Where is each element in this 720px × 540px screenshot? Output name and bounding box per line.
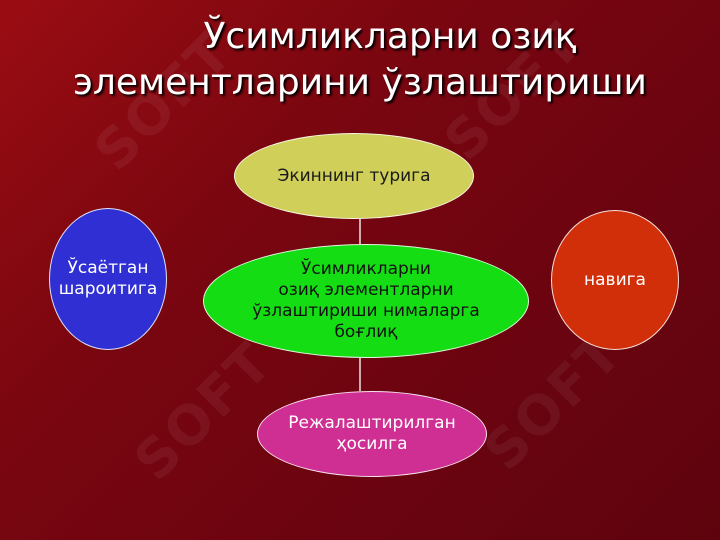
slide-title: Ўсимликларни озиқ элементларини ўзлаштир… [0, 14, 720, 106]
node-growing-conditions-label: Ўсаётган шароитига [58, 258, 158, 299]
node-growing-conditions: Ўсаётган шароитига [49, 208, 167, 350]
slide-title-line-1: Ўсимликларни озиқ [203, 16, 577, 57]
node-planned-yield: Режалаштирилган ҳосилга [257, 391, 487, 477]
node-central-topic: Ўсимликларни озиқ элементларни ўзлаштири… [203, 244, 529, 358]
node-variety-label: навига [584, 269, 646, 290]
node-crop-type-label: Экиннинг турига [277, 165, 431, 186]
slide-title-line-2: элементларини ўзлаштириши [73, 62, 647, 103]
node-planned-yield-label: Режалаштирилган ҳосилга [288, 413, 456, 454]
node-central-topic-label: Ўсимликларни озиқ элементларни ўзлаштири… [252, 259, 480, 342]
node-crop-type: Экиннинг турига [234, 133, 474, 219]
node-variety: навига [551, 210, 679, 350]
